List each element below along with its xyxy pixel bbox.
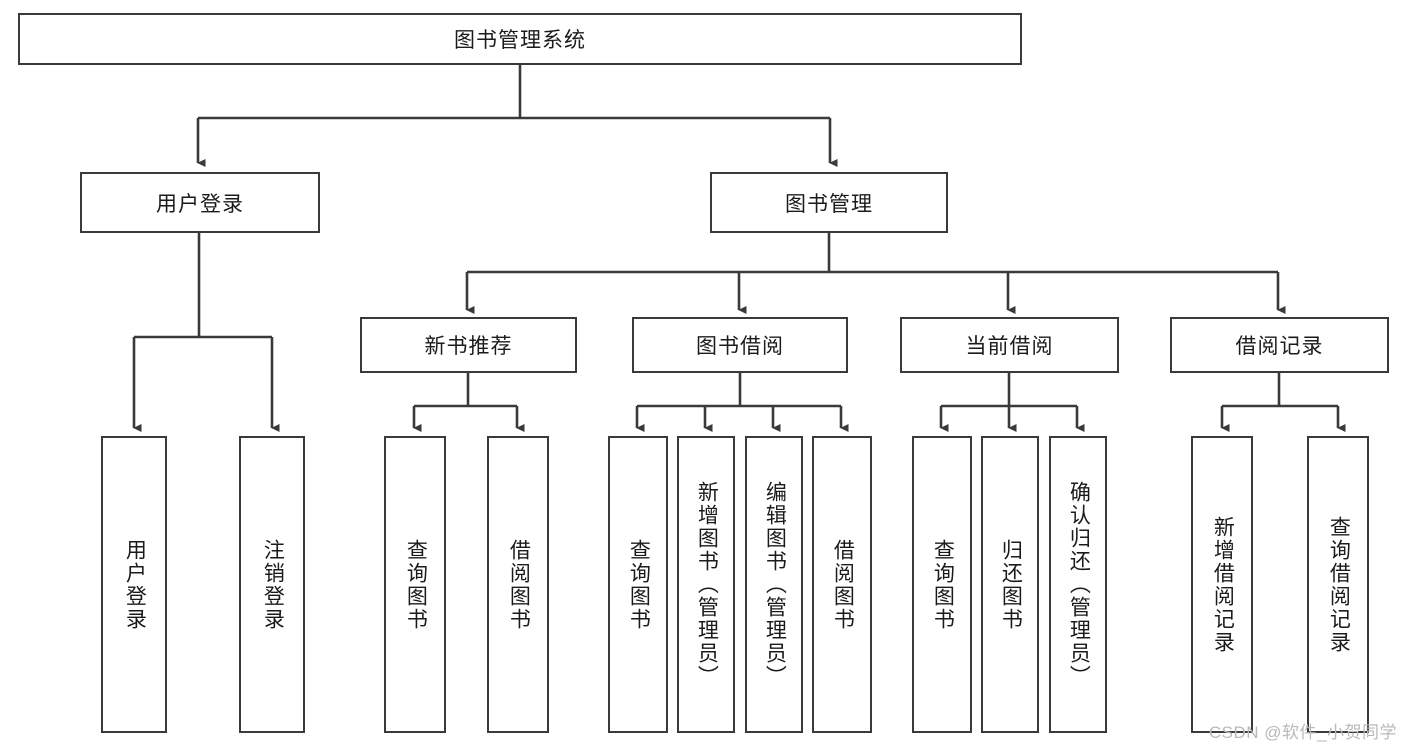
leaf-add-book-admin[interactable]: 新增图书（管理员） bbox=[677, 436, 735, 733]
leaf-query-book-1[interactable]: 查询图书 bbox=[384, 436, 446, 733]
leaf-return-book[interactable]: 归还图书 bbox=[981, 436, 1039, 733]
node-root[interactable]: 图书管理系统 bbox=[18, 13, 1022, 65]
node-current-borrow[interactable]: 当前借阅 bbox=[900, 317, 1119, 373]
node-root-label: 图书管理系统 bbox=[454, 29, 586, 52]
leaf-query-book-1-label: 查询图书 bbox=[404, 538, 428, 631]
leaf-confirm-return-admin[interactable]: 确认归还（管理员） bbox=[1049, 436, 1107, 733]
leaf-borrow-book-1-label: 借阅图书 bbox=[507, 538, 531, 631]
leaf-borrow-book-2[interactable]: 借阅图书 bbox=[812, 436, 872, 733]
node-book-management-label: 图书管理 bbox=[785, 192, 873, 216]
leaf-confirm-return-admin-label: 确认归还（管理员） bbox=[1067, 481, 1091, 688]
leaf-query-book-3-label: 查询图书 bbox=[931, 538, 955, 631]
leaf-query-borrow-record[interactable]: 查询借阅记录 bbox=[1307, 436, 1369, 733]
leaf-user-login-label: 用户登录 bbox=[123, 538, 147, 631]
node-book-borrow-label: 图书借阅 bbox=[696, 335, 784, 358]
leaf-edit-book-admin-label: 编辑图书（管理员） bbox=[763, 481, 787, 688]
node-borrow-record-label: 借阅记录 bbox=[1235, 335, 1324, 358]
leaf-add-borrow-record-label: 新增借阅记录 bbox=[1211, 515, 1235, 654]
node-book-management[interactable]: 图书管理 bbox=[710, 172, 948, 233]
node-user-login[interactable]: 用户登录 bbox=[80, 172, 320, 233]
leaf-query-borrow-record-label: 查询借阅记录 bbox=[1327, 515, 1351, 654]
leaf-query-book-2-label: 查询图书 bbox=[627, 538, 651, 631]
leaf-logout-label: 注销登录 bbox=[261, 538, 285, 631]
leaf-query-book-2[interactable]: 查询图书 bbox=[608, 436, 668, 733]
node-current-borrow-label: 当前借阅 bbox=[965, 335, 1054, 358]
leaf-return-book-label: 归还图书 bbox=[999, 538, 1023, 631]
leaf-logout[interactable]: 注销登录 bbox=[239, 436, 305, 733]
leaf-add-borrow-record[interactable]: 新增借阅记录 bbox=[1191, 436, 1253, 733]
node-new-book-recommend-label: 新书推荐 bbox=[424, 335, 513, 358]
node-borrow-record[interactable]: 借阅记录 bbox=[1170, 317, 1389, 373]
leaf-borrow-book-1[interactable]: 借阅图书 bbox=[487, 436, 549, 733]
csdn-watermark: CSDN @软件_小贺同学 bbox=[1208, 723, 1397, 742]
leaf-user-login[interactable]: 用户登录 bbox=[101, 436, 167, 733]
leaf-add-book-admin-label: 新增图书（管理员） bbox=[695, 481, 719, 688]
leaf-borrow-book-2-label: 借阅图书 bbox=[831, 538, 855, 631]
node-user-login-label: 用户登录 bbox=[156, 192, 244, 216]
node-book-borrow[interactable]: 图书借阅 bbox=[632, 317, 848, 373]
leaf-edit-book-admin[interactable]: 编辑图书（管理员） bbox=[745, 436, 803, 733]
leaf-query-book-3[interactable]: 查询图书 bbox=[912, 436, 972, 733]
node-new-book-recommend[interactable]: 新书推荐 bbox=[360, 317, 577, 373]
